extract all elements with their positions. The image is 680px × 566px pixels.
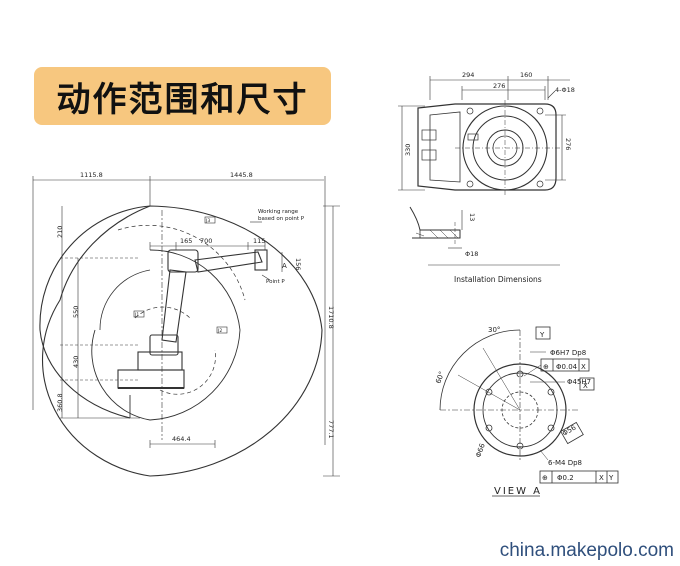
- base-plan-view: [398, 76, 570, 196]
- datum-y: Y: [539, 331, 545, 339]
- thread-label: 6-M4 Dp8: [548, 459, 582, 467]
- dim-bottom: 464.4: [172, 435, 191, 443]
- installation-section: [409, 206, 560, 266]
- view-a-caption: VIEW A: [494, 486, 542, 497]
- dim-inner-1: 165: [180, 237, 192, 245]
- dim-left-2: 550: [72, 306, 80, 318]
- dim-330: 330: [404, 144, 412, 156]
- dim-left-1: 210: [56, 226, 64, 238]
- tol1-value: Φ0.04: [556, 363, 578, 371]
- range-view: [32, 176, 340, 477]
- dim-top-1: 1115.8: [80, 171, 103, 179]
- title-banner: 动作范围和尺寸: [34, 67, 331, 125]
- datum-x: X: [583, 382, 588, 390]
- angle-30: 30°: [488, 326, 500, 334]
- working-range-line-1: Working range: [258, 209, 299, 215]
- dim-276-top: 276: [493, 82, 505, 90]
- tol2-ref-1: X: [599, 474, 604, 482]
- dim-left-4: 360.8: [56, 393, 64, 412]
- dim-294: 294: [462, 71, 474, 79]
- installation-caption: Installation Dimensions: [454, 275, 542, 284]
- section-labels: 13 Φ18 Installation Dimensions: [454, 213, 542, 284]
- dim-inner-2: 700: [200, 237, 212, 245]
- view-a: [439, 326, 619, 497]
- dim-right-1: 1710.8: [327, 306, 335, 329]
- dia-66: Φ66: [474, 442, 487, 459]
- hole-label: Φ6H7 Dp8: [550, 349, 586, 357]
- angle-60: 60°: [434, 370, 446, 384]
- dim-top-2: 1445.8: [230, 171, 253, 179]
- dim-160: 160: [520, 71, 532, 79]
- tol2-symbol: ⊕: [542, 474, 548, 482]
- tol2-value: Φ0.2: [557, 474, 574, 482]
- page-title: 动作范围和尺寸: [56, 79, 309, 120]
- dim-right-2: 777.1: [327, 420, 335, 439]
- working-range-line-2: based on point P: [258, 216, 305, 222]
- arm-label-1: J3: [205, 218, 210, 224]
- tol2-ref-2: Y: [608, 474, 614, 482]
- arm-label-3: J2: [217, 328, 222, 334]
- holes-label: 4-Φ18: [555, 86, 575, 94]
- dim-276-right: 276: [564, 138, 572, 150]
- label-a: A: [282, 262, 287, 270]
- robot-arm: [117, 249, 268, 389]
- base-plan-labels: 294 160 276 4-Φ18 330 276: [404, 71, 575, 156]
- dim-18: Φ18: [465, 250, 478, 258]
- tol1-symbol: ⊕: [543, 363, 549, 371]
- range-labels: 1115.8 1445.8 165 700 115 210 550 430 36…: [56, 171, 335, 443]
- dim-small: 156: [294, 258, 302, 270]
- point-p-label: Point P: [266, 279, 285, 285]
- watermark: china.makepolo.com: [499, 540, 674, 561]
- tol1-ref: X: [581, 363, 586, 371]
- dim-inner-3: 115: [253, 237, 265, 245]
- dim-13: 13: [468, 213, 476, 221]
- dim-left-3: 430: [72, 356, 80, 368]
- arm-label-2: J1: [134, 312, 139, 318]
- bore-label: Φ45H7: [567, 378, 591, 386]
